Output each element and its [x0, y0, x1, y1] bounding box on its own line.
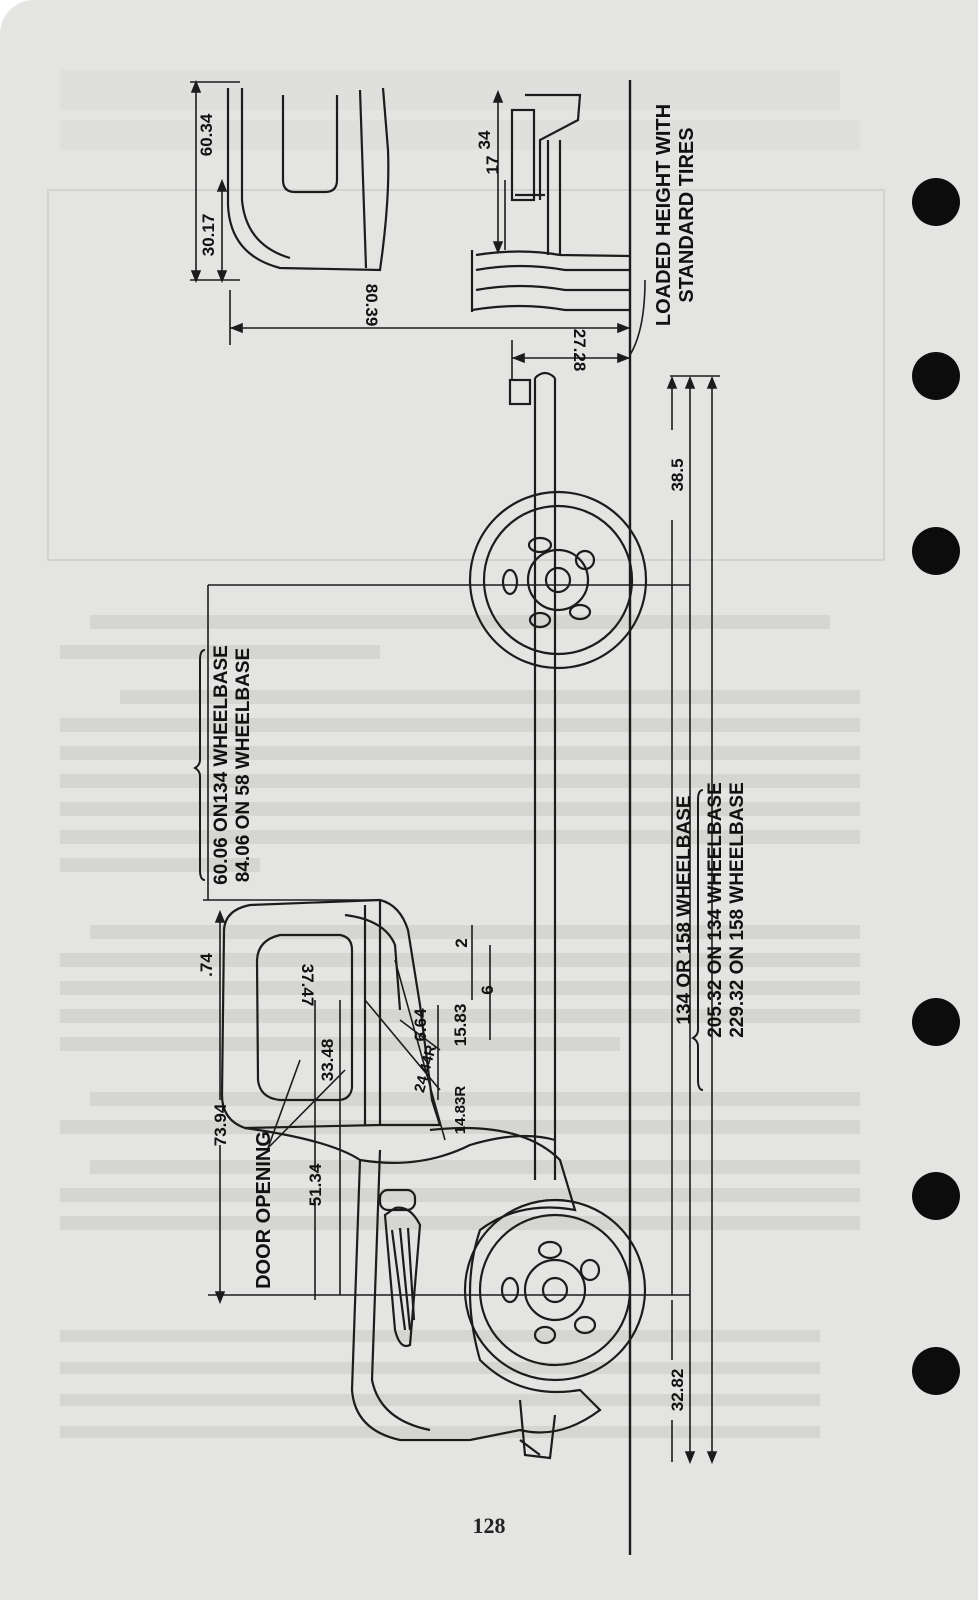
dim-51-34: 51.34: [306, 1163, 325, 1206]
dim-33-48: 33.48: [318, 1039, 337, 1082]
wheelbase-main-label: 134 OR 158 WHEELBASE: [674, 795, 695, 1024]
truck-drawing: [220, 371, 648, 1460]
side-dimension-lines: [203, 375, 720, 1465]
label-braces: [193, 649, 704, 1091]
dim-80-39: 80.39: [362, 284, 381, 327]
dim-17: 17: [483, 156, 502, 175]
binder-hole-icon: [912, 178, 960, 226]
dim-30-17: 30.17: [199, 214, 218, 257]
rear-body-drawing: [226, 87, 631, 312]
dim-37-47: 37.47: [298, 964, 317, 1007]
dim-15-83: 15.83: [451, 1004, 470, 1047]
dim-74: .74: [197, 953, 216, 977]
dim-6-64: 6.64: [411, 1008, 430, 1042]
binder-hole-icon: [912, 352, 960, 400]
dim-73-94: 73.94: [211, 1103, 230, 1146]
overall-length-label-2: 229.32 ON 158 WHEELBASE: [727, 782, 748, 1038]
binder-hole-icon: [912, 998, 960, 1046]
top-dimension-lines: [190, 79, 646, 380]
dim-32-82: 32.82: [668, 1369, 687, 1412]
loaded-height-label-2: STANDARD TIRES: [676, 127, 698, 302]
show-through-text: [47, 70, 885, 1438]
binder-hole-icon: [912, 527, 960, 575]
dim-60-34: 60.34: [197, 113, 216, 156]
dim-6: 6: [478, 985, 497, 994]
loaded-height-label-1: LOADED HEIGHT WITH: [653, 104, 675, 326]
dim-27-28: 27.28: [570, 329, 589, 372]
dim-38-5: 38.5: [668, 458, 687, 491]
wheelbase-small-label-1: 60.06 ON134 WHEELBASE: [211, 645, 232, 885]
binder-hole-icon: [912, 1347, 960, 1395]
dim-34: 34: [475, 130, 494, 149]
binder-hole-icon: [912, 1172, 960, 1220]
page-number: 128: [472, 1513, 506, 1538]
dim-14-83r: 14.83R: [452, 1086, 469, 1135]
wheelbase-small-label-2: 84.06 ON 58 WHEELBASE: [233, 648, 254, 882]
door-opening-label: DOOR OPENING: [253, 1131, 275, 1289]
dim-2: 2: [452, 938, 471, 947]
overall-length-label-1: 205.32 ON 134 WHEELBASE: [705, 782, 726, 1038]
